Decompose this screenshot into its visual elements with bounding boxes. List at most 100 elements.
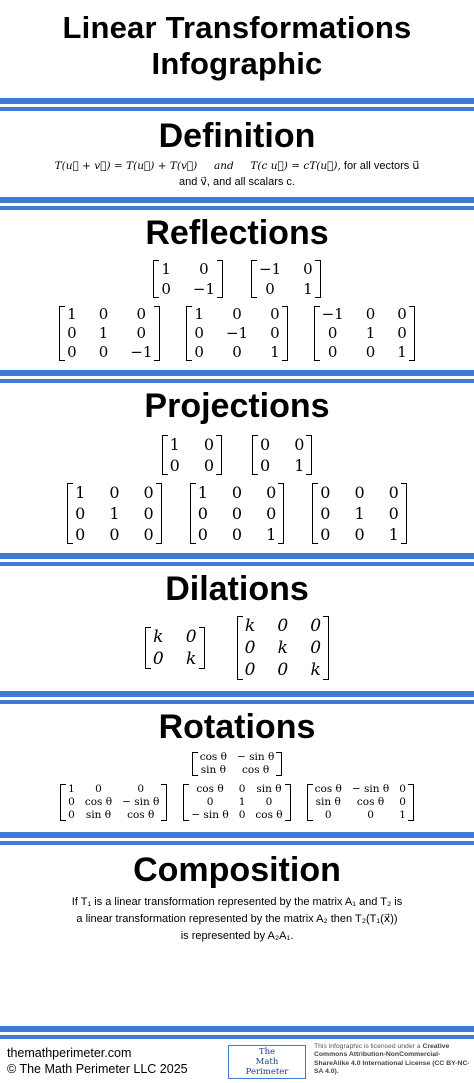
matrix-entry: 0 — [320, 525, 331, 544]
matrix-entry: 0 — [320, 483, 331, 502]
matrix-entry: 0 — [98, 343, 109, 361]
matrix-entry: 0 — [152, 649, 164, 669]
composition-line-1: If T₁ is a linear transformation represe… — [71, 896, 403, 908]
matrix-entry: 0 — [197, 525, 208, 544]
matrix-entry: cos θ — [196, 783, 224, 795]
footer-copyright: © The Math Perimeter LLC 2025 — [7, 1062, 188, 1076]
matrix-entry: 0 — [266, 483, 277, 502]
matrix-entry: 1 — [399, 809, 406, 821]
matrix-entry: 0 — [67, 343, 77, 361]
matrix-entry: 0 — [67, 324, 77, 342]
matrix-entry: k — [186, 649, 197, 669]
matrix-entry: 0 — [231, 504, 243, 523]
matrix-entry: 0 — [303, 260, 313, 278]
matrix-entry: 0 — [277, 616, 289, 636]
separator — [0, 691, 474, 705]
license-link[interactable]: Creative Commons Attribution-NonCommerci… — [314, 1043, 470, 1076]
matrix-entry: −1 — [321, 305, 344, 323]
infographic-page: Linear Transformations Infographic Defin… — [0, 10, 474, 1083]
matrix-entry: 0 — [194, 343, 204, 361]
composition-text: If T₁ is a linear transformation represe… — [40, 894, 434, 945]
matrix-entry: 1 — [68, 783, 75, 795]
matrix-entry: −1 — [192, 280, 215, 298]
matrix-entry: 0 — [244, 638, 256, 658]
matrix-entry: 0 — [68, 809, 75, 821]
separator — [0, 197, 474, 211]
matrix-entry: 0 — [95, 783, 102, 795]
matrix-entry: 1 — [303, 280, 313, 298]
matrix-entry: 0 — [324, 809, 332, 821]
matrix-entry: 0 — [238, 809, 246, 821]
separator — [0, 832, 474, 846]
matrix-entry: 0 — [266, 504, 277, 523]
matrix-entry: 0 — [265, 280, 275, 298]
matrix-entry: 0 — [260, 435, 271, 454]
footer: themathperimeter.com © The Math Perimete… — [0, 1043, 474, 1083]
matrix-entry: 1 — [169, 435, 180, 454]
definition-section: Definition T(u⃗ + v⃗) = T(u⃗) + T(v⃗) an… — [0, 116, 474, 190]
matrix-entry: 0 — [294, 435, 305, 454]
matrix-entry: k — [310, 660, 321, 680]
matrix-entry: 1 — [161, 260, 171, 278]
matrix-entry: 1 — [109, 504, 120, 523]
matrix-entry: 0 — [161, 280, 171, 298]
matrix-entry: 0 — [194, 324, 204, 342]
matrix-entry: −1 — [259, 260, 282, 278]
matrix-entry: 0 — [232, 305, 242, 323]
matrix-entry: 0 — [169, 456, 180, 475]
separator — [0, 1026, 474, 1040]
matrix-entry: 1 — [397, 343, 407, 361]
license-notice: This infographic is licensed under a Cre… — [314, 1043, 470, 1076]
matrix-entry: 0 — [277, 660, 289, 680]
matrix-entry: 1 — [75, 483, 86, 502]
matrix-entry: 0 — [185, 627, 197, 647]
matrix-entry: 1 — [238, 796, 246, 808]
matrix-entry: 0 — [399, 796, 406, 808]
math-perimeter-logo: The Math Perimeter — [228, 1045, 306, 1079]
matrix-entry: 1 — [67, 305, 77, 323]
separator — [0, 553, 474, 567]
reflections-heading: Reflections — [145, 214, 329, 252]
matrix-entry: sin θ — [200, 764, 226, 776]
matrix-entry: 0 — [197, 504, 208, 523]
matrix-entry: 0 — [367, 809, 374, 821]
matrix-entry: 0 — [354, 525, 365, 544]
matrix-entry: 0 — [136, 324, 147, 342]
matrix-entry: cos θ — [255, 809, 283, 821]
matrix-entry: −1 — [130, 343, 153, 361]
matrix-entry: 0 — [109, 483, 120, 502]
matrix-entry: 0 — [354, 483, 365, 502]
matrix-entry: 1 — [270, 343, 280, 361]
matrix-entry: 0 — [397, 305, 407, 323]
matrix-entry: 0 — [327, 324, 338, 342]
matrix-entry: 0 — [270, 305, 280, 323]
page-title: Linear Transformations Infographic — [0, 10, 474, 82]
matrix-entry: cos θ — [314, 783, 342, 795]
matrix-entry: 0 — [231, 483, 243, 502]
definition-heading: Definition — [158, 117, 316, 155]
matrix-entry: sin θ — [256, 783, 282, 795]
matrix-entry: 0 — [388, 504, 399, 523]
matrix-entry: sin θ — [315, 796, 341, 808]
dilations-heading: Dilations — [165, 570, 309, 608]
matrix-entry: 0 — [327, 343, 338, 361]
composition-heading: Composition — [133, 851, 341, 889]
matrix-entry: 0 — [136, 305, 147, 323]
footer-site-link[interactable]: themathperimeter.com — [7, 1046, 132, 1060]
matrix-entry: 0 — [75, 525, 86, 544]
matrix-entry: k — [153, 627, 164, 647]
